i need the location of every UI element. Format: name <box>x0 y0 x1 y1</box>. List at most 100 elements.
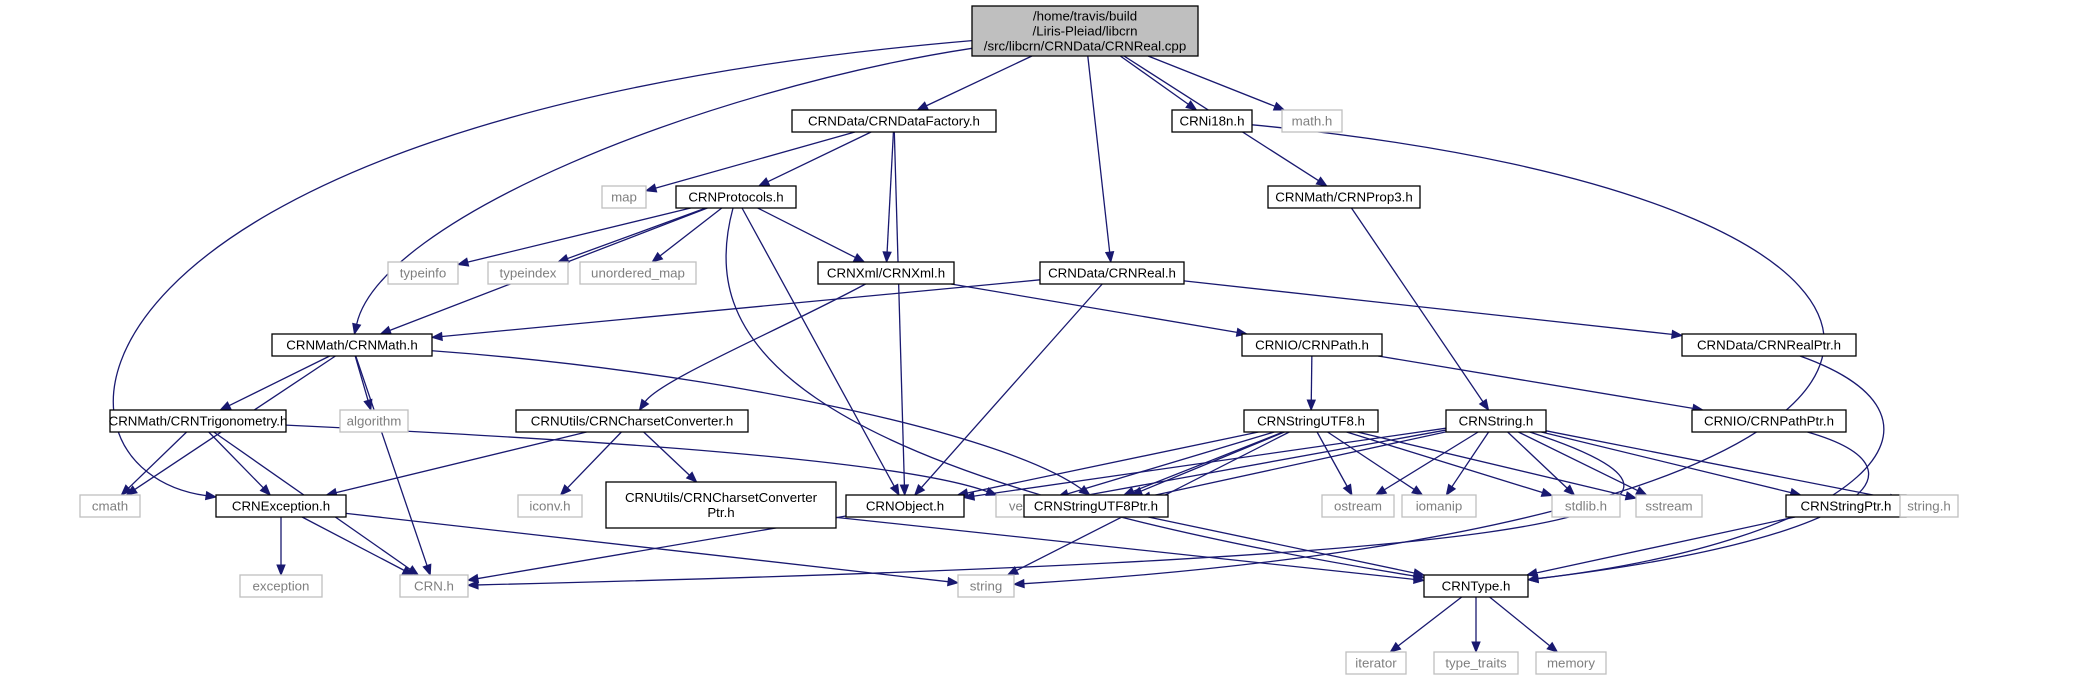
node-label: algorithm <box>347 414 402 429</box>
node-crnh: CRN.h <box>399 574 469 598</box>
edge-string_h-to-sstream <box>1518 431 1638 492</box>
edge-arrowhead <box>556 253 570 263</box>
node-map: map <box>601 185 647 209</box>
edge-crnmath-to-complex <box>431 350 1083 490</box>
node-utf8ptr[interactable]: CRNStringUTF8Ptr.h <box>1023 494 1169 518</box>
edge-utf8-to-stdlib <box>1346 431 1543 494</box>
node-label: string.h <box>1907 499 1951 514</box>
node-utf8[interactable]: CRNStringUTF8.h <box>1243 409 1379 433</box>
node-trig[interactable]: CRNMath/CRNTrigonometry.h <box>109 409 288 433</box>
node-box <box>1039 261 1185 285</box>
edge-datafactory-to-xml <box>886 131 895 253</box>
node-root[interactable]: /home/travis/build/Liris-Pleiad/libcrn/s… <box>971 5 1199 57</box>
edge-arrowhead <box>916 101 929 111</box>
edge-arrowhead <box>1411 485 1424 496</box>
node-label: CRNXml/CRNXml.h <box>827 266 945 281</box>
node-box <box>1401 494 1477 518</box>
edge-exception_h-to-string <box>345 512 949 583</box>
node-label: CRNStringUTF8Ptr.h <box>1034 499 1158 514</box>
edge-arrowhead <box>466 580 479 590</box>
edge-arrowhead <box>1478 398 1490 412</box>
node-box <box>215 494 347 518</box>
node-box <box>675 185 797 209</box>
node-memory: memory <box>1535 651 1607 675</box>
node-realh[interactable]: CRNData/CRNReal.h <box>1039 261 1185 285</box>
node-exception_h[interactable]: CRNException.h <box>215 494 347 518</box>
edge-utf8-to-ostream <box>1316 431 1348 487</box>
edge-arrowhead <box>1374 485 1388 496</box>
edge-protocols-to-object <box>741 207 895 487</box>
edge-arrowhead <box>1471 641 1481 654</box>
node-string_h[interactable]: CRNString.h <box>1445 409 1547 433</box>
node-iconv: iconv.h <box>517 494 583 518</box>
edge-trig-to-exception_h <box>208 431 264 489</box>
edge-arrowhead <box>638 398 650 412</box>
node-box <box>387 261 459 285</box>
edge-type-to-iterator <box>1397 596 1463 647</box>
edge-arrowhead <box>852 253 866 263</box>
edge-string_h-to-ostream <box>1384 431 1479 491</box>
node-box <box>1899 494 1959 518</box>
edge-xml-to-charset <box>644 283 866 403</box>
edge-string_h-to-stdlib <box>1507 431 1568 489</box>
node-i18n[interactable]: CRNi18n.h <box>1171 109 1253 133</box>
edge-utf8-to-utf8ptr <box>1132 431 1284 492</box>
node-box <box>1445 409 1547 433</box>
edge-root-to-i18n <box>1119 55 1189 105</box>
node-label: CRNData/CRNReal.h <box>1048 266 1176 281</box>
edge-arrowhead <box>1540 487 1554 497</box>
node-pathptr[interactable]: CRNIO/CRNPathPtr.h <box>1691 409 1847 433</box>
node-crnmath[interactable]: CRNMath/CRNMath.h <box>271 333 433 357</box>
node-label: unordered_map <box>591 266 685 281</box>
edge-arrowhead <box>466 573 480 584</box>
node-box <box>957 574 1015 598</box>
node-label: iterator <box>1355 656 1397 671</box>
node-label: /home/travis/build <box>1033 9 1137 24</box>
edge-root-to-datafactory <box>926 55 1033 107</box>
edge-utf8ptr-to-type <box>1148 516 1415 574</box>
edge-charset-to-exception_h <box>335 431 587 494</box>
edge-xml-to-path <box>950 283 1238 333</box>
edge-arrowhead <box>1413 574 1426 585</box>
edge-crnmath-to-algorithm <box>354 355 369 401</box>
node-iterator: iterator <box>1345 651 1407 675</box>
node-unordered_map: unordered_map <box>579 261 697 285</box>
node-prop3[interactable]: CRNMath/CRNProp3.h <box>1267 185 1421 209</box>
edge-arrowhead <box>120 484 133 496</box>
node-box <box>109 409 287 433</box>
edge-root-to-exception_h <box>112 39 973 497</box>
edge-arrowhead <box>1315 176 1328 187</box>
node-datafactory[interactable]: CRNData/CRNDataFactory.h <box>791 109 997 133</box>
node-label: CRNi18n.h <box>1179 114 1244 129</box>
node-protocols[interactable]: CRNProtocols.h <box>675 185 797 209</box>
node-label: memory <box>1547 656 1595 671</box>
node-object[interactable]: CRNObject.h <box>845 494 965 518</box>
node-mathh: math.h <box>1281 109 1343 133</box>
edge-string_h-to-object <box>973 427 1447 497</box>
node-realptr[interactable]: CRNData/CRNRealPtr.h <box>1681 333 1857 357</box>
node-string: string <box>957 574 1015 598</box>
node-path[interactable]: CRNIO/CRNPath.h <box>1241 333 1383 357</box>
edge-arrowhead <box>1624 491 1638 501</box>
node-box <box>271 333 433 357</box>
node-box <box>515 409 749 433</box>
edge-string_h-to-vector <box>1067 429 1447 500</box>
node-stringptr[interactable]: CRNStringPtr.h <box>1785 494 1907 518</box>
edge-arrowhead <box>430 331 443 342</box>
node-label: CRNType.h <box>1442 579 1511 594</box>
node-charset[interactable]: CRNUtils/CRNCharsetConverter.h <box>515 409 749 433</box>
edge-crnmath-to-crnh <box>355 355 428 566</box>
node-box <box>1171 109 1253 133</box>
node-xml[interactable]: CRNXml/CRNXml.h <box>817 261 955 285</box>
node-box <box>1551 494 1621 518</box>
node-box <box>339 409 409 433</box>
node-type[interactable]: CRNType.h <box>1423 574 1529 598</box>
node-label: CRNUtils/CRNCharsetConverter <box>625 490 818 505</box>
edge-utf8-to-sstream <box>1357 431 1627 497</box>
edge-realh-to-realptr <box>1183 280 1673 336</box>
edge-realptr-to-type <box>1537 355 1885 580</box>
node-box <box>1345 651 1407 675</box>
node-box <box>791 109 997 133</box>
node-box <box>817 261 955 285</box>
